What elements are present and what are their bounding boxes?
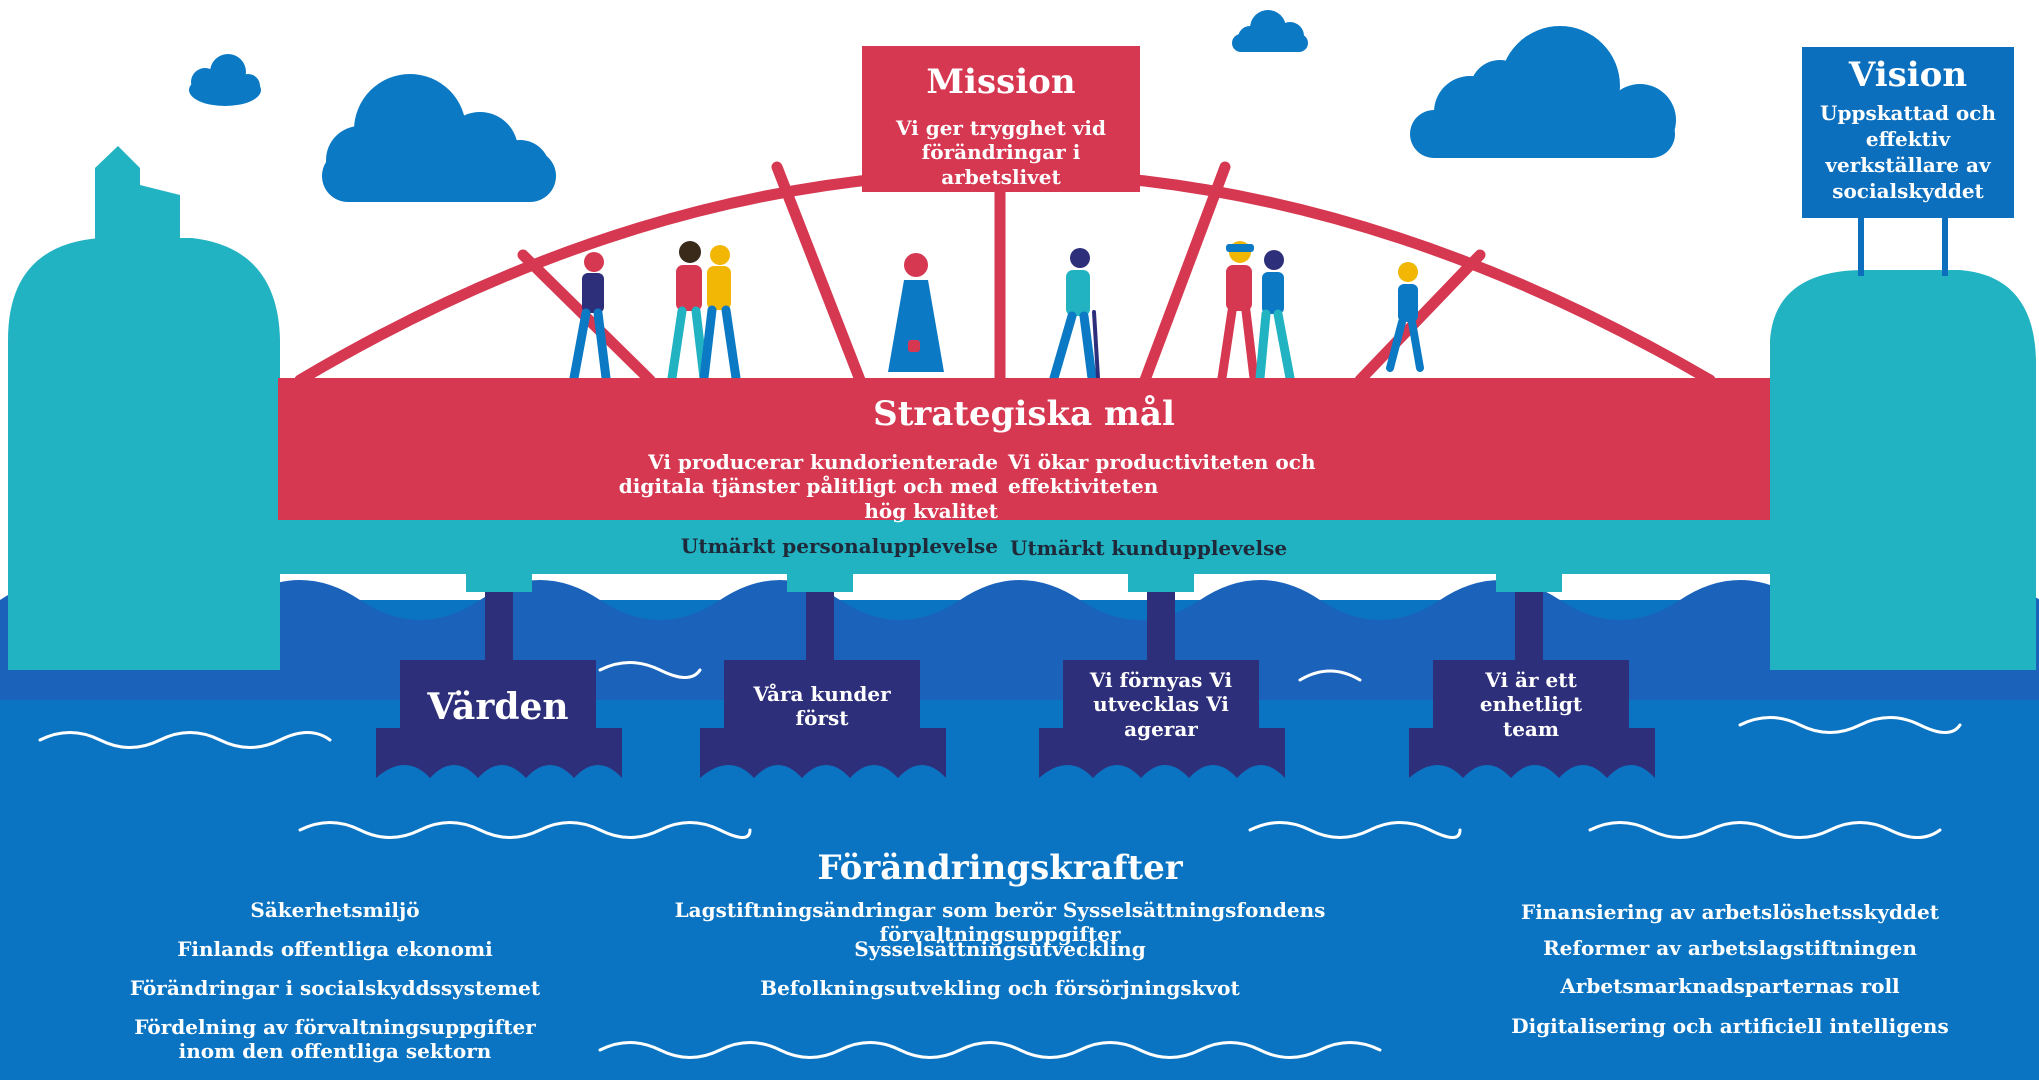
forces-right-item: Arbetsmarknadsparternas roll bbox=[1560, 974, 1900, 998]
values-title: Värden bbox=[427, 686, 569, 728]
bridge-pillars bbox=[466, 574, 1562, 660]
mission-title: Mission bbox=[926, 62, 1076, 102]
strategic-goal-right: Vi ökar productiviteten och effektivitet… bbox=[1008, 450, 1316, 499]
value-item: Vi är ett enhetligt team bbox=[1479, 668, 1583, 741]
forces-left-item: Förändringar i socialskyddssystemet bbox=[129, 976, 541, 1000]
wave-lines bbox=[38, 661, 1962, 1059]
person-icon bbox=[1217, 241, 1259, 383]
strategic-goal-left: Vi producerar kundorienterade digitala t… bbox=[618, 450, 998, 523]
vision-box bbox=[1802, 47, 2014, 218]
cloud-icon bbox=[1232, 10, 1308, 52]
vision-text: Uppskattad och effektiv verkställare av … bbox=[1820, 101, 1996, 203]
forces-left-item: Finlands offentliga ekonomi bbox=[177, 937, 493, 961]
person-icon bbox=[1255, 250, 1295, 383]
cloud-icon bbox=[322, 74, 556, 202]
forces-right-item: Digitalisering och artificiell intellige… bbox=[1511, 1014, 1949, 1038]
person-icon bbox=[667, 241, 709, 383]
forces-title: Förändringskrafter bbox=[817, 848, 1183, 888]
value-item: Vi förnyas Vi utvecklas Vi agerar bbox=[1089, 668, 1233, 741]
people-walking bbox=[569, 241, 1424, 383]
pillar-bases bbox=[376, 660, 1655, 778]
forces-center-item: Sysselsättningsutveckling bbox=[854, 937, 1146, 961]
forces-center-item: Lagstiftningsändringar som berör Syssels… bbox=[674, 898, 1326, 947]
left-bank bbox=[8, 146, 280, 670]
forces-left-item: Säkerhetsmiljö bbox=[250, 898, 420, 922]
experience-left: Utmärkt personalupplevelse bbox=[680, 534, 998, 558]
strategic-title: Strategiska mål bbox=[873, 394, 1175, 434]
mission-text: Vi ger trygghet vid förändringar i arbet… bbox=[896, 116, 1106, 189]
person-icon bbox=[699, 245, 741, 383]
person-icon bbox=[1386, 262, 1424, 372]
forces-left-item: Fördelning av förvaltningsuppgifter inom… bbox=[134, 1015, 536, 1064]
right-bank bbox=[1770, 270, 2036, 670]
cloud-icon bbox=[189, 54, 261, 106]
experience-right: Utmärkt kundupplevelse bbox=[1010, 536, 1288, 560]
cloud-icon bbox=[1410, 26, 1676, 158]
person-icon bbox=[569, 252, 611, 383]
forces-right-item: Finansiering av arbetslöshetsskyddet bbox=[1521, 900, 1939, 924]
bridge-deck-teal bbox=[278, 520, 1770, 574]
vision-title: Vision bbox=[1848, 55, 1968, 95]
vision-sign-posts bbox=[1858, 218, 1948, 276]
forces-right-item: Reformer av arbetslagstiftningen bbox=[1543, 936, 1917, 960]
forces-center-item: Befolkningsutvekling och försörjningskvo… bbox=[760, 976, 1240, 1000]
person-icon bbox=[888, 253, 944, 372]
mission-box bbox=[862, 46, 1140, 192]
bridge-deck-red bbox=[278, 378, 1770, 520]
value-item: Våra kunder först bbox=[753, 682, 891, 731]
person-icon bbox=[1049, 248, 1100, 383]
